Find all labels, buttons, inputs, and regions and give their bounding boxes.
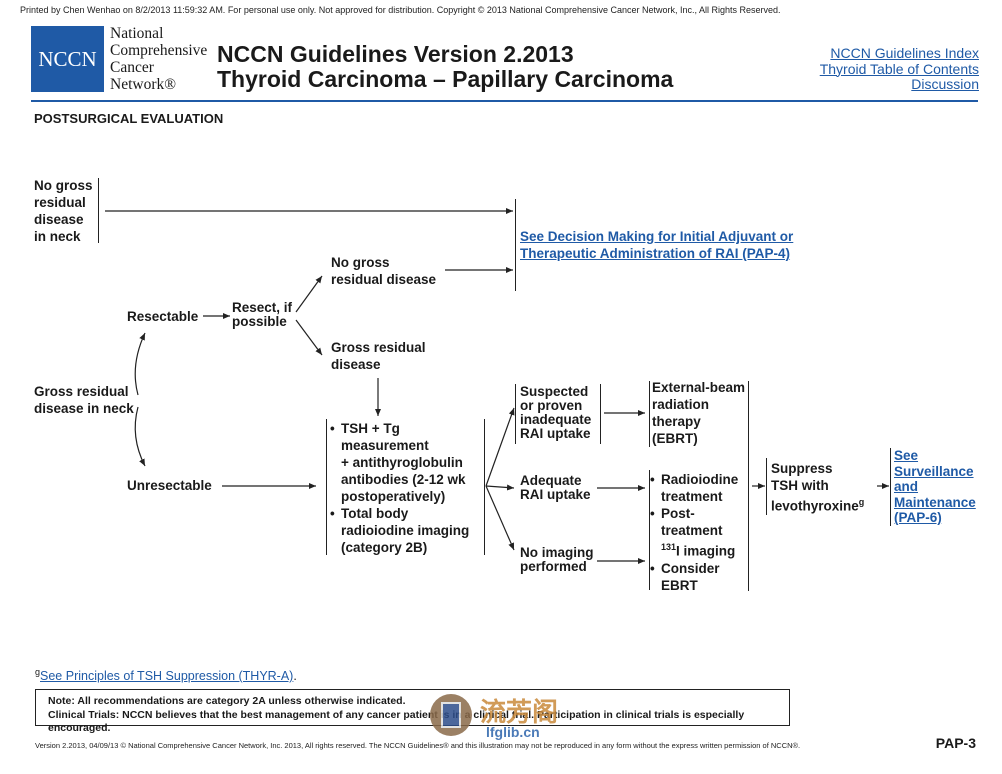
bracket-line xyxy=(326,419,328,555)
toc-link[interactable]: Thyroid Table of Contents xyxy=(819,60,979,77)
book-icon xyxy=(430,694,472,736)
logo-wordmark: National Comprehensive Cancer Network® xyxy=(110,25,207,93)
bracket-line xyxy=(649,381,651,447)
bracket-line xyxy=(484,419,486,555)
logo-abbr: NCCN xyxy=(38,46,97,71)
page-title-line1: NCCN Guidelines Version 2.2013 xyxy=(217,41,574,67)
bracket-line xyxy=(766,458,768,515)
footnote: gSee Principles of TSH Suppression (THYR… xyxy=(35,667,297,684)
bracket-line xyxy=(515,384,517,444)
note-line: Note: All recommendations are category 2… xyxy=(48,695,406,707)
logo-line: Cancer xyxy=(110,59,154,76)
logo-line: Network® xyxy=(110,76,177,93)
discussion-link[interactable]: Discussion xyxy=(911,76,979,92)
watermark-url: lfglib.cn xyxy=(486,724,540,740)
page-id: PAP-3 xyxy=(935,735,976,751)
resectable-label: Resectable xyxy=(127,309,199,324)
guidelines-index-link[interactable]: NCCN Guidelines Index xyxy=(830,45,979,61)
logo-line: Comprehensive xyxy=(110,42,208,59)
unresectable-label: Unresectable xyxy=(127,478,212,493)
bracket-line xyxy=(515,199,517,291)
page-title-line2: Thyroid Carcinoma – Papillary Carcinoma xyxy=(217,66,674,92)
print-notice: Printed by Chen Wenhao on 8/2/2013 11:59… xyxy=(20,5,781,15)
list-item: Post-treatment 131I imaging xyxy=(650,505,738,560)
bracket-line xyxy=(890,448,892,526)
header-links: NCCN Guidelines Index Thyroid Table of C… xyxy=(819,45,979,93)
section-title: POSTSURGICAL EVALUATION xyxy=(34,111,224,126)
bracket-line xyxy=(600,384,602,444)
tsh-suppression-link[interactable]: See Principles of TSH Suppression (THYR-… xyxy=(40,669,294,684)
footer-text: Version 2.2013, 04/09/13 © National Comp… xyxy=(35,741,801,750)
logo-line: National xyxy=(110,25,164,42)
note-box: Note: All recommendations are category 2… xyxy=(35,689,790,734)
nccn-logo: NCCN xyxy=(31,26,104,92)
clinical-trials-note: Clinical Trials: NCCN believes that the … xyxy=(48,708,745,735)
watermark-text: 流芳阁 xyxy=(480,698,559,728)
bracket-line xyxy=(98,178,100,243)
bracket-line xyxy=(748,381,750,591)
watermark: 流芳阁 lfglib.cn xyxy=(430,694,580,740)
see-decision-making-link[interactable]: See Decision Making for Initial Adjuvant… xyxy=(520,229,794,261)
header-divider xyxy=(31,100,978,102)
